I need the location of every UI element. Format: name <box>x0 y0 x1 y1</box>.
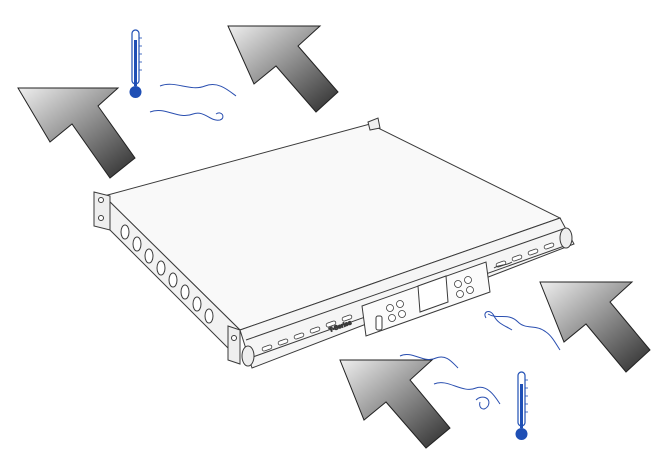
airflow-arrow-top-left-icon <box>17 87 136 179</box>
rear-rack-ear <box>367 117 381 131</box>
rack-amplifier: T-Series <box>93 117 575 369</box>
front-grille <box>261 242 555 352</box>
front-port <box>375 315 383 331</box>
heat-wave-right-icon <box>484 311 561 351</box>
heat-wave-top-icon <box>149 83 237 121</box>
left-rack-ear <box>93 191 111 231</box>
front-buttons <box>386 276 474 322</box>
side-vent-slots <box>120 224 214 324</box>
airflow-arrow-top-center-icon <box>227 25 339 113</box>
front-left-rack-ear <box>227 325 241 365</box>
brand-logo <box>493 261 513 269</box>
airflow-arrow-bottom-icon <box>339 359 451 449</box>
airflow-arrow-right-icon <box>539 281 651 373</box>
display-screen <box>417 275 449 313</box>
thermometer-bottom-icon <box>515 371 528 440</box>
heat-wave-bottom-icon <box>399 354 501 410</box>
thermometer-top-icon <box>129 29 142 98</box>
